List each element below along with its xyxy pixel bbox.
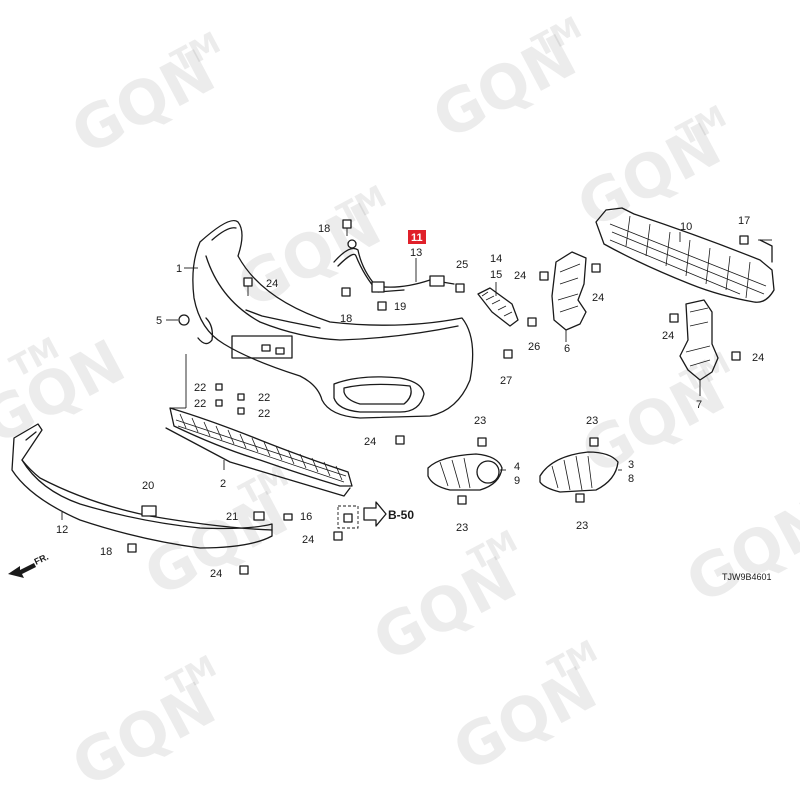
clip-icon: [341, 287, 351, 297]
highlight-label-text: 11: [411, 232, 423, 244]
clip-icon: [239, 565, 249, 575]
callout-24: 24: [662, 330, 674, 342]
callout-labels: 1 2 3 4 5 6 7 8 9 10 12 13 14 15 16 17 1…: [56, 215, 764, 580]
front-bumper-face: [192, 219, 474, 419]
callout-18: 18: [340, 313, 352, 325]
callout-22: 22: [258, 408, 270, 420]
clip-icon: [503, 349, 513, 359]
clip-icon: [237, 407, 245, 415]
callout-23: 23: [456, 522, 468, 534]
callout-26: 26: [528, 341, 540, 353]
clip-icon: [343, 513, 353, 523]
callout-7: 7: [696, 399, 702, 411]
reference-label: B-50: [388, 508, 414, 522]
arrow-right-icon: [363, 501, 387, 527]
leader-lines: [61, 232, 772, 520]
fog-garnish-left: [427, 453, 503, 491]
reference-arrow: B-50: [363, 501, 414, 527]
callout-2: 2: [220, 478, 226, 490]
callout-18: 18: [100, 546, 112, 558]
callout-24: 24: [752, 352, 764, 364]
reference-box: [337, 505, 359, 529]
callout-23: 23: [474, 415, 486, 427]
callout-24: 24: [266, 278, 278, 290]
watermark-text: GQN: [675, 485, 800, 617]
side-spacer: [477, 287, 519, 327]
callout-19: 19: [394, 301, 406, 313]
clip-icon: [141, 505, 157, 517]
callout-5: 5: [156, 315, 162, 327]
clip-icon: [477, 437, 487, 447]
clip-icon: [589, 437, 599, 447]
callout-24: 24: [302, 534, 314, 546]
clip-icon: [539, 271, 549, 281]
clip-icon: [333, 531, 343, 541]
clip-icon: [591, 263, 601, 273]
callout-23: 23: [576, 520, 588, 532]
clip-icon: [527, 317, 537, 327]
fasteners: [127, 219, 749, 575]
clip-icon: [283, 513, 293, 521]
callout-16: 16: [300, 511, 312, 523]
side-bracket-left: [551, 251, 587, 331]
callout-10: 10: [680, 221, 692, 233]
clip-icon: [178, 314, 190, 326]
clip-icon: [377, 301, 387, 311]
front-indicator-label: FR.: [33, 552, 50, 567]
lower-grille: [165, 407, 353, 497]
callout-12: 12: [56, 524, 68, 536]
highlight-label: 11: [408, 230, 426, 244]
front-indicator: FR.: [8, 552, 50, 578]
callout-17: 17: [738, 215, 750, 227]
callout-25: 25: [456, 259, 468, 271]
callout-27: 27: [500, 375, 512, 387]
callout-1: 1: [176, 263, 182, 275]
highlight-box: [408, 230, 426, 244]
callout-9: 9: [514, 475, 520, 487]
fog-garnish-right: [539, 451, 619, 493]
callout-3: 3: [628, 459, 634, 471]
diagram-code: TJW9B4601: [722, 572, 772, 582]
bolt-icon: [739, 235, 749, 245]
callout-15: 15: [490, 269, 502, 281]
clip-icon: [237, 393, 245, 401]
arrow-front-icon: [8, 563, 36, 578]
callout-24: 24: [364, 436, 376, 448]
clip-icon: [243, 277, 253, 296]
callout-22: 22: [194, 398, 206, 410]
callout-24: 24: [592, 292, 604, 304]
callout-4: 4: [514, 461, 520, 473]
callout-14: 14: [490, 253, 502, 265]
callout-22: 22: [258, 392, 270, 404]
clip-icon: [215, 399, 223, 407]
callout-8: 8: [628, 473, 634, 485]
clip-icon: [253, 511, 265, 521]
bolt-icon: [342, 219, 352, 236]
callout-21: 21: [226, 511, 238, 523]
lower-spoiler: [11, 423, 273, 549]
clip-icon: [395, 435, 405, 445]
callout-22: 22: [194, 382, 206, 394]
clip-icon: [457, 495, 467, 505]
callout-13: 13: [410, 247, 422, 259]
clip-icon: [215, 383, 223, 391]
clip-icon: [575, 493, 585, 503]
side-bracket-right: [679, 299, 719, 381]
sensor-harness: [333, 239, 455, 293]
clip-icon: [455, 283, 465, 293]
callout-18: 18: [318, 223, 330, 235]
callout-20: 20: [142, 480, 154, 492]
callout-24: 24: [210, 568, 222, 580]
callout-24: 24: [514, 270, 526, 282]
callout-23: 23: [586, 415, 598, 427]
clip-icon: [127, 543, 137, 553]
bumper-beam: [595, 207, 775, 303]
clip-icon: [669, 313, 679, 323]
callout-6: 6: [564, 343, 570, 355]
clip-icon: [731, 351, 741, 361]
